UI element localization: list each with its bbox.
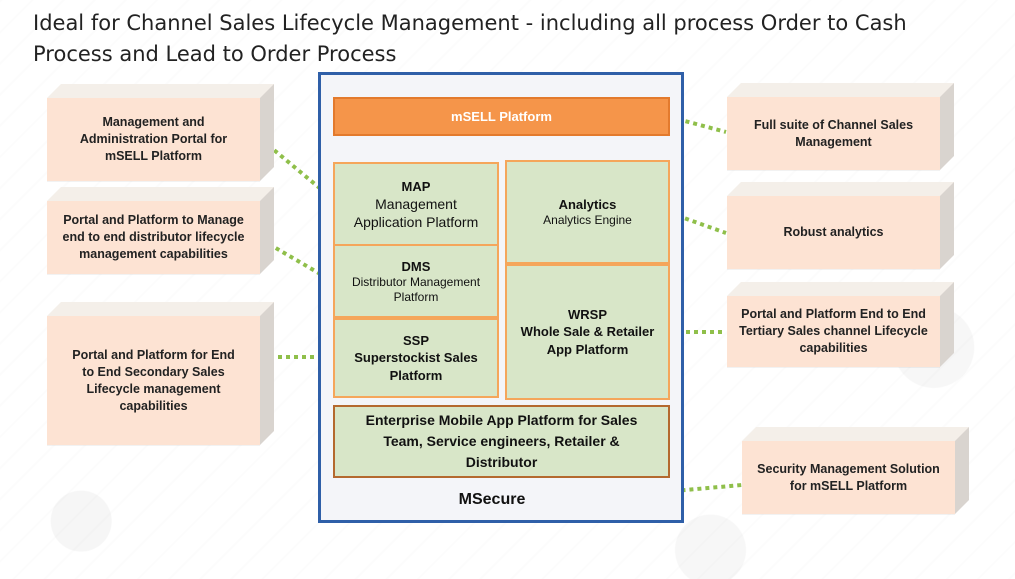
right-box-security: Security Management Solution for mSELL P… <box>742 441 955 514</box>
left-box-admin-portal: Management and Administration Portal for… <box>47 98 260 181</box>
analytics-heading: Analytics <box>558 197 617 212</box>
left-box-secondary-sales: Portal and Platform for End to End Secon… <box>47 316 260 445</box>
connector-dms <box>260 238 336 284</box>
left-box-distributor-lifecycle: Portal and Platform to Manage end to end… <box>47 201 260 274</box>
right-box-security-text: Security Management Solution for mSELL P… <box>757 461 940 493</box>
analytics-block: Analytics Analytics Engine <box>505 160 670 264</box>
ssp-block: SSP Superstockist Sales Platform <box>333 318 499 398</box>
page-title: Ideal for Channel Sales Lifecycle Manage… <box>33 11 907 66</box>
dms-subtitle: Distributor Management Platform <box>351 274 481 304</box>
msecure-label: MSecure <box>458 491 526 508</box>
mell-platform-header: mSELL Platform <box>333 97 670 136</box>
left-box-admin-portal-text: Management and Administration Portal for… <box>79 115 228 163</box>
map-subtitle: Management Application Platform <box>353 195 479 230</box>
right-box-tertiary-sales-text: Portal and Platform End to End Tertiary … <box>739 307 928 355</box>
map-block: MAP Management Application Platform <box>333 162 499 246</box>
enterprise-mobile-app-block: Enterprise Mobile App Platform for Sales… <box>333 405 670 478</box>
ssp-subtitle: Superstockist Sales Platform <box>354 349 478 383</box>
right-box-robust-analytics: Robust analytics <box>727 196 940 269</box>
dms-heading: DMS <box>401 258 431 274</box>
ssp-heading: SSP <box>402 332 429 348</box>
dms-block: DMS Distributor Management Platform <box>333 244 499 318</box>
map-heading: MAP <box>401 178 431 194</box>
right-box-robust-analytics-text: Robust analytics <box>783 225 884 239</box>
wrsp-subtitle: Whole Sale & Retailer App Platform <box>520 323 655 357</box>
wrsp-heading: WRSP <box>568 306 607 322</box>
left-box-secondary-sales-text: Portal and Platform for End to End Secon… <box>72 347 235 413</box>
right-box-tertiary-sales: Portal and Platform End to End Tertiary … <box>727 296 940 367</box>
analytics-subtitle: Analytics Engine <box>543 213 632 227</box>
left-box-distributor-lifecycle-text: Portal and Platform to Manage end to end… <box>62 213 245 261</box>
right-box-full-suite: Full suite of Channel Sales Management <box>727 97 940 170</box>
right-box-full-suite-text: Full suite of Channel Sales Management <box>753 117 914 149</box>
wrsp-block: WRSP Whole Sale & Retailer App Platform <box>505 264 670 400</box>
